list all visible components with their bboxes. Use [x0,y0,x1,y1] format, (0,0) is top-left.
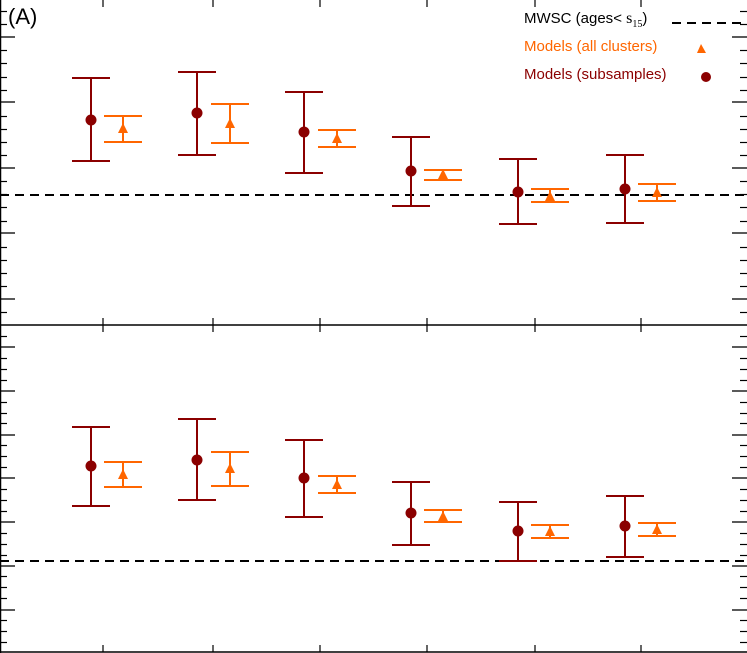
triangle-marker-icon [652,187,662,197]
triangle-marker-icon [438,511,448,521]
circle-marker-icon [191,454,203,466]
errorbar-point [318,129,356,148]
errorbar-point [499,158,537,225]
triangle-marker-icon [118,123,128,133]
triangle-marker-icon [652,524,662,534]
circle-marker-icon [298,126,310,138]
circle-marker-icon [405,165,417,177]
legend: MWSC (ages< s15) Models (all clusters) M… [524,10,747,83]
triangle-marker-icon [332,479,342,489]
errorbar-point [638,522,676,537]
legend-all-clusters-label: Models (all clusters) [524,38,657,55]
errorbar-point [424,169,462,181]
circle-marker-icon [191,107,203,119]
legend-subsamples-label: Models (subsamples) [524,66,667,83]
errorbar-point [72,426,110,507]
legend-triangle-marker-icon [697,44,706,53]
errorbar-point [318,475,356,494]
panel-label: (A) [8,4,37,29]
circle-marker-icon [619,520,631,532]
errorbar-point [178,71,216,156]
errorbar-point [638,183,676,202]
circle-marker-icon [619,183,631,195]
errorbar-point [392,481,430,546]
circle-marker-icon [512,525,524,537]
triangle-marker-icon [225,463,235,473]
triangle-marker-icon [225,118,235,128]
triangle-marker-icon [332,133,342,143]
errorbar-point [531,188,569,203]
triangle-marker-icon [118,469,128,479]
errorbar-point [178,418,216,501]
circle-marker-icon [512,186,524,198]
errorbar-point [285,91,323,174]
triangle-marker-icon [545,191,555,201]
legend-circle-marker-icon [701,72,711,82]
errorbar-point [424,509,462,523]
errorbar-point [606,495,644,558]
errorbar-point [531,524,569,539]
errorbar-point [104,461,142,488]
errorbar-point [285,439,323,518]
errorbar-point [211,103,249,144]
errorbar-point [499,501,537,562]
errorbar-point [104,115,142,143]
errorbar-point [606,154,644,224]
errorbar-point [72,77,110,162]
data-series [72,71,676,562]
errorbar-point [211,451,249,487]
circle-marker-icon [85,460,97,472]
circle-marker-icon [298,472,310,484]
errorbar-point [392,136,430,207]
circle-marker-icon [85,114,97,126]
triangle-marker-icon [438,169,448,179]
circle-marker-icon [405,507,417,519]
legend-mwsc-label: MWSC (ages< s15) [524,10,647,30]
reference-lines [0,194,747,562]
triangle-marker-icon [545,526,555,536]
